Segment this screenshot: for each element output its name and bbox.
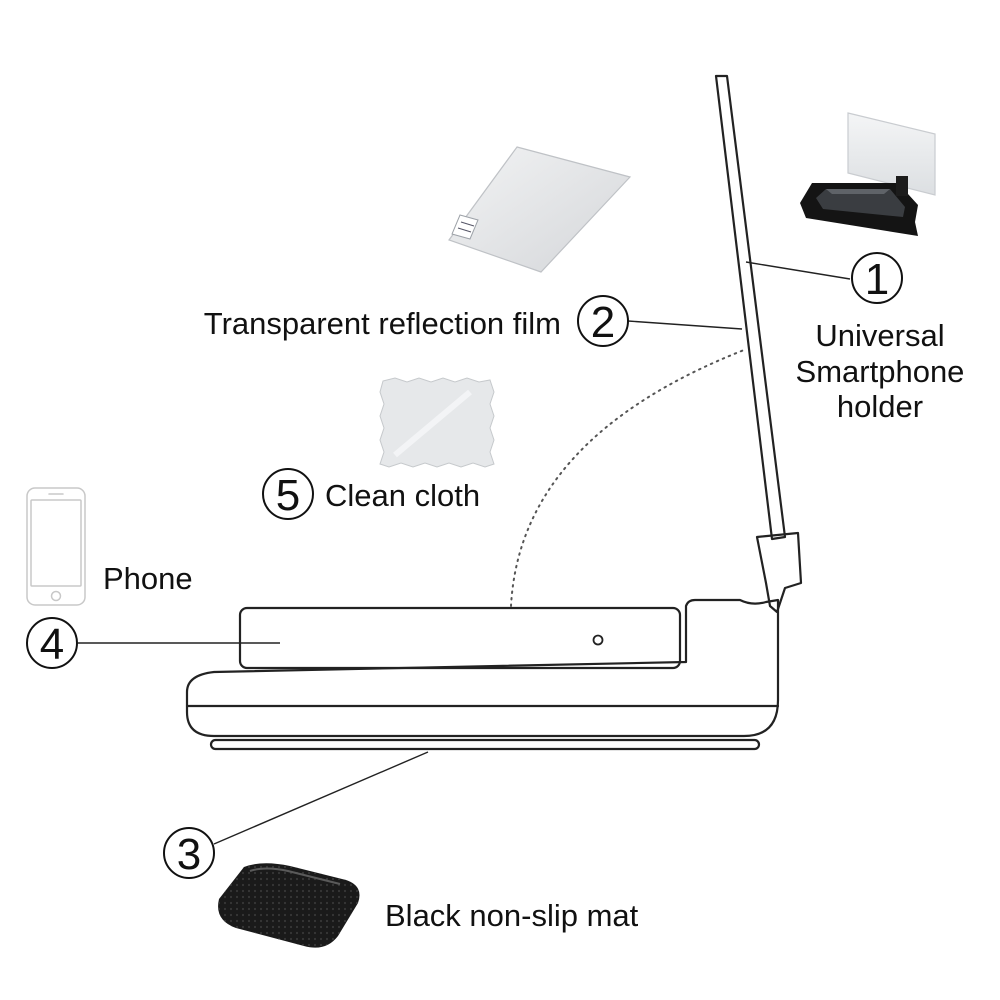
callout-1-circle: [851, 252, 903, 304]
callout-4-circle: [26, 617, 78, 669]
leader-lines: [78, 261, 851, 845]
callout-3-number: 3: [177, 830, 201, 879]
film-sheet: [448, 146, 632, 273]
leader-3: [213, 751, 429, 845]
leader-1: [745, 261, 851, 280]
mat-strip: [209, 738, 761, 751]
callout-5-circle: [262, 468, 314, 520]
holder-label-line-3: holder: [837, 389, 923, 424]
holder-label-line-1: Universal: [815, 318, 944, 353]
leader-2: [627, 320, 743, 330]
phone-slot: [238, 606, 682, 670]
mat-label: Black non-slip mat: [385, 898, 639, 933]
device-drawing: [185, 74, 803, 751]
callout-2: 2: [577, 295, 629, 347]
cloth-label: Clean cloth: [325, 478, 480, 513]
callout-3: 3: [163, 827, 215, 879]
reflector-panel: [714, 74, 787, 541]
callout-1-number: 1: [865, 255, 889, 304]
callout-4-number: 4: [40, 620, 64, 669]
reflector-clamp: [755, 531, 803, 614]
film-label: Transparent reflection film: [204, 306, 561, 341]
callout-1: 1: [851, 252, 903, 304]
product-photo: [800, 112, 936, 236]
callout-4: 4: [26, 617, 78, 669]
clean-cloth: [379, 377, 495, 468]
callout-3-circle: [163, 827, 215, 879]
callout-5: 5: [262, 468, 314, 520]
device-base: [185, 598, 780, 738]
callout-2-number: 2: [591, 298, 615, 347]
phone-icon: [26, 487, 86, 606]
phone-label: Phone: [103, 561, 193, 596]
black-mat: [218, 863, 360, 948]
holder-label-line-2: Smartphone: [796, 354, 965, 389]
phone-button: [592, 634, 604, 646]
callout-2-circle: [577, 295, 629, 347]
swing-arc: [510, 349, 745, 607]
callout-5-number: 5: [276, 471, 300, 520]
